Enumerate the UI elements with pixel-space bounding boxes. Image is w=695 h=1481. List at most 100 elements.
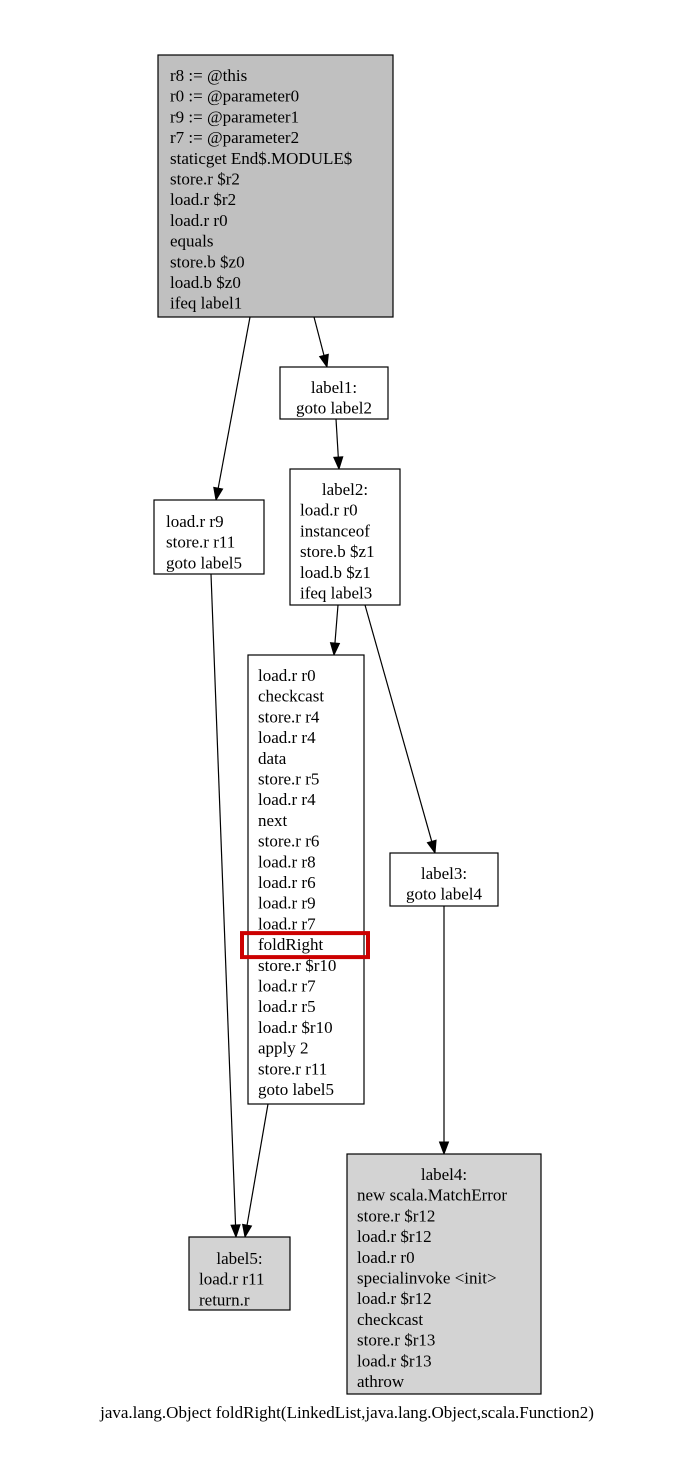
arrowhead xyxy=(426,839,437,855)
node-line: label3: xyxy=(421,864,467,883)
node-line: data xyxy=(258,749,287,768)
node-line: next xyxy=(258,811,288,830)
edge-block-label2-to-block-main xyxy=(329,604,341,657)
edge-block-main-to-block-label5 xyxy=(241,1103,269,1239)
arrowhead xyxy=(230,1224,241,1239)
node-line: load.r r0 xyxy=(258,666,316,685)
node-line: store.r r5 xyxy=(258,770,319,789)
node-line: load.b $z1 xyxy=(300,563,371,582)
node-line: r9 := @parameter1 xyxy=(170,107,299,126)
edge-block-label1-to-block-label2 xyxy=(333,418,344,471)
node-line: r0 := @parameter0 xyxy=(170,87,299,106)
node-line: load.r $r12 xyxy=(357,1289,432,1308)
node-line: load.r r0 xyxy=(300,501,358,520)
arrowhead xyxy=(241,1223,253,1239)
node-line: store.r $r13 xyxy=(357,1331,435,1350)
arrowhead xyxy=(318,353,329,369)
node-box xyxy=(389,852,499,907)
node-line: load.r r4 xyxy=(258,728,316,747)
node-line: specialinvoke <init> xyxy=(357,1269,497,1288)
edge-line xyxy=(335,418,339,458)
node-line: apply 2 xyxy=(258,1039,309,1058)
edge-block-entry-to-block-label1 xyxy=(313,316,329,369)
edge-line xyxy=(210,573,237,1226)
edge-line xyxy=(246,1103,269,1226)
node-line: checkcast xyxy=(357,1310,423,1329)
node-line: goto label5 xyxy=(166,553,242,572)
edge-block-goto5-to-block-label5 xyxy=(210,573,241,1239)
node-line: r8 := @this xyxy=(170,66,247,85)
node-line: goto label2 xyxy=(296,399,372,418)
node-line: ifeq label3 xyxy=(300,584,372,603)
edge-block-entry-to-block-goto5 xyxy=(213,316,251,502)
node-line: athrow xyxy=(357,1372,405,1391)
node-line: store.r r11 xyxy=(166,533,235,552)
arrowhead xyxy=(213,486,224,502)
node-line: goto label4 xyxy=(406,885,483,904)
node-line: store.r $r2 xyxy=(170,170,240,189)
node-box xyxy=(247,654,365,1105)
edge-block-label3-to-block-label4 xyxy=(438,906,450,1156)
node-line: r7 := @parameter2 xyxy=(170,128,299,147)
node-line: load.r $r13 xyxy=(357,1351,432,1370)
node-block-label3: label3: goto label4 xyxy=(389,852,499,907)
arrowhead xyxy=(329,642,341,657)
node-box xyxy=(153,499,265,575)
node-line: label2: xyxy=(322,480,368,499)
node-line: store.r r11 xyxy=(258,1059,327,1078)
node-box xyxy=(157,54,394,318)
highlight-box xyxy=(240,931,370,960)
node-line: checkcast xyxy=(258,687,324,706)
edge-block-label2-to-block-label3 xyxy=(364,604,437,855)
node-line: foldRight xyxy=(258,935,323,954)
node-line: equals xyxy=(170,232,213,251)
node-line: label4: xyxy=(421,1165,467,1184)
node-line: load.r $r2 xyxy=(170,190,236,209)
node-line: label5: xyxy=(216,1249,262,1268)
node-line: store.r $r12 xyxy=(357,1206,435,1225)
node-line: load.r r9 xyxy=(166,512,224,531)
node-line: new scala.MatchError xyxy=(357,1186,507,1205)
edges-layer xyxy=(210,316,450,1239)
node-box xyxy=(279,366,389,420)
node-line: load.r r7 xyxy=(258,977,316,996)
node-line: load.r r0 xyxy=(170,211,228,230)
node-box xyxy=(188,1236,291,1311)
node-line: load.r $r10 xyxy=(258,1018,333,1037)
node-line: staticget End$.MODULE$ xyxy=(170,149,352,168)
edge-line xyxy=(334,604,339,644)
node-box xyxy=(289,468,401,606)
node-block-label1: label1:goto label2 xyxy=(279,366,389,420)
node-line: store.r $r10 xyxy=(258,956,336,975)
node-line: ifeq label1 xyxy=(170,294,242,313)
node-line: load.r r11 xyxy=(199,1270,264,1289)
node-line: goto label5 xyxy=(258,1080,334,1099)
node-line: instanceof xyxy=(300,521,370,540)
edge-line xyxy=(217,316,251,489)
node-line: load.r r9 xyxy=(258,894,316,913)
node-line: load.r r0 xyxy=(357,1248,415,1267)
node-line: store.b $z1 xyxy=(300,542,375,561)
node-line: store.r r6 xyxy=(258,832,319,851)
arrowhead xyxy=(333,456,344,471)
node-line: load.r r6 xyxy=(258,873,316,892)
graph-title: java.lang.Object foldRight(LinkedList,ja… xyxy=(99,1403,594,1422)
edge-line xyxy=(313,316,325,356)
node-line: load.b $z0 xyxy=(170,273,241,292)
node-line: load.r r7 xyxy=(258,914,316,933)
node-line: load.r r8 xyxy=(258,852,316,871)
node-line: load.r $r12 xyxy=(357,1227,432,1246)
edge-line xyxy=(364,604,433,842)
node-line: load.r r4 xyxy=(258,790,316,809)
node-box xyxy=(346,1153,542,1395)
arrowhead xyxy=(438,1141,450,1156)
node-line: load.r r5 xyxy=(258,997,316,1016)
